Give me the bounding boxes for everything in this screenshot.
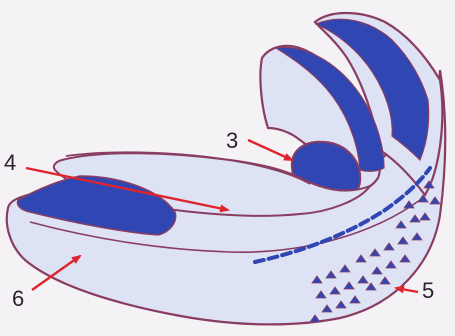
callout-label-6: 6 xyxy=(12,286,24,311)
callout-label-5: 5 xyxy=(422,278,434,303)
arrow-3 xyxy=(248,140,292,160)
callout-label-4: 4 xyxy=(4,150,16,175)
arrow-5 xyxy=(396,288,418,292)
callout-label-3: 3 xyxy=(226,128,238,153)
